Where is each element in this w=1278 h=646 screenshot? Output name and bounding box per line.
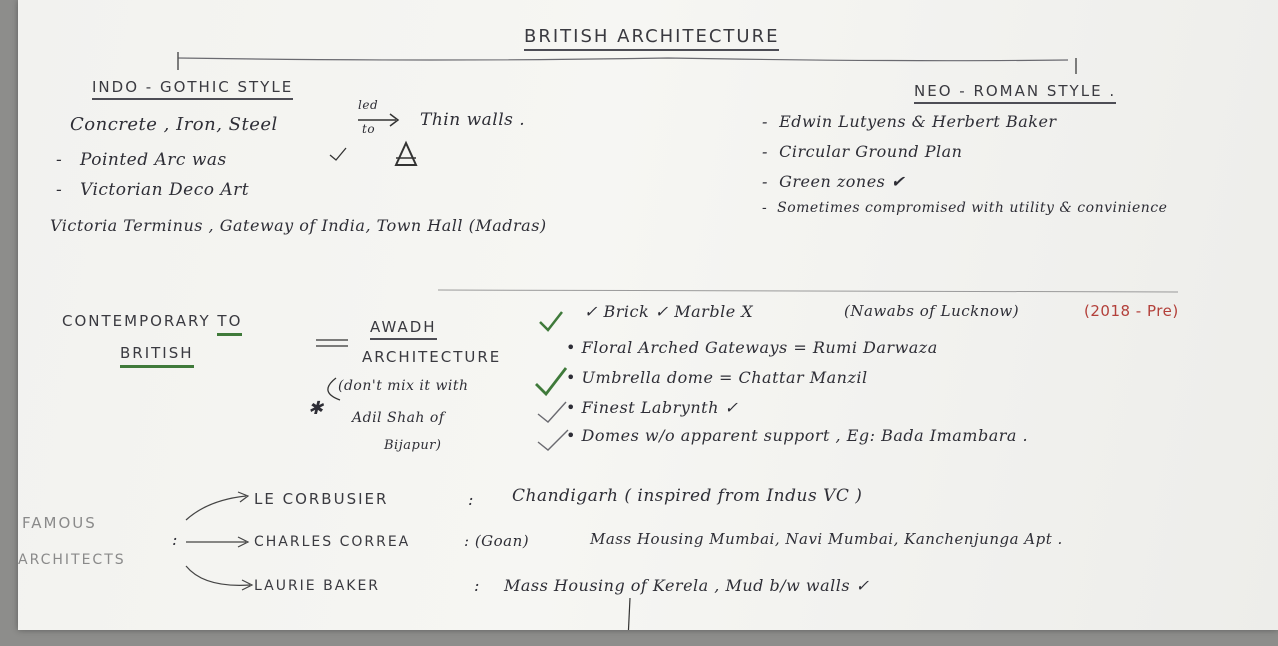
- architect-row-2-desc: Mass Housing Mumbai, Navi Mumbai, Kanche…: [590, 530, 1063, 548]
- awadh-point-1-text: Brick ✓ Marble X: [603, 302, 754, 321]
- contemporary-label: CONTEMPORARY TO: [62, 312, 243, 336]
- awadh-point-5-text: Domes w/o apparent support , Eg: Bada Im…: [581, 426, 1029, 445]
- neo-roman-item-4: - Sometimes compromised with utility & c…: [762, 200, 1168, 216]
- awadh-point-4-text: Finest Labrynth ✓: [581, 398, 739, 417]
- indo-gothic-heading: INDO - GOTHIC STYLE: [92, 78, 294, 100]
- architect-row-1-sep: :: [468, 490, 474, 509]
- indo-gothic-line-1: Concrete , Iron, Steel: [70, 114, 278, 135]
- architect-row-1-name: LE CORBUSIER: [254, 490, 389, 508]
- victorian-deco-text: Victorian Deco Art: [79, 180, 250, 200]
- awadh-point-2-text: Floral Arched Gateways = Rumi Darwaza: [581, 338, 938, 357]
- pointed-arc-text: Pointed Arc was: [79, 150, 227, 170]
- british-label: BRITISH: [120, 344, 194, 368]
- architects-heading: ARCHITECTS: [18, 552, 126, 568]
- neo-roman-heading: NEO - ROMAN STYLE .: [914, 82, 1117, 104]
- architect-row-2-sep: : (Goan): [464, 532, 530, 550]
- architect-row-2-name: CHARLES CORREA: [254, 534, 411, 550]
- neo-roman-item-3: - Green zones ✔: [762, 172, 905, 191]
- indo-gothic-examples: Victoria Terminus , Gateway of India, To…: [50, 216, 547, 235]
- indo-gothic-result: Thin walls .: [420, 110, 526, 130]
- awadh-point-3-text: Umbrella dome = Chattar Manzil: [581, 368, 868, 387]
- awadh-point-2: • Floral Arched Gateways = Rumi Darwaza: [566, 338, 938, 357]
- awadh-note-2: Adil Shah of: [352, 410, 445, 426]
- famous-heading: FAMOUS: [22, 514, 97, 532]
- indo-gothic-line-3: - Victorian Deco Art: [56, 180, 250, 200]
- year-note: (2018 - Pre): [1084, 302, 1179, 320]
- architect-row-3-sep: :: [474, 576, 480, 595]
- awadh-point-5: • Domes w/o apparent support , Eg: Bada …: [566, 426, 1029, 445]
- led-label: led: [358, 98, 379, 112]
- awadh-note-1: (don't mix it with: [338, 378, 469, 394]
- awadh-note-3: Bijapur): [384, 438, 442, 453]
- awadh-point-4: • Finest Labrynth ✓: [566, 398, 739, 417]
- star-icon: ✱: [308, 398, 324, 419]
- architect-row-1-desc: Chandigarh ( inspired from Indus VC ): [512, 486, 863, 506]
- indo-gothic-line-2: - Pointed Arc was: [56, 150, 227, 170]
- notebook-page: BRITISH ARCHITECTURE INDO - GOTHIC STYLE…: [18, 0, 1278, 630]
- neo-roman-item-4-text: Sometimes compromised with utility & con…: [777, 200, 1168, 216]
- colon-mark: :: [172, 530, 178, 549]
- page-title: BRITISH ARCHITECTURE: [524, 26, 780, 51]
- to-text: TO: [217, 312, 243, 336]
- neo-roman-item-2-text: Circular Ground Plan: [779, 142, 963, 161]
- architect-row-3-name: LAURIE BAKER: [254, 578, 381, 594]
- neo-roman-item-2: - Circular Ground Plan: [762, 142, 963, 161]
- awadh-architecture-label: ARCHITECTURE: [362, 348, 502, 366]
- neo-roman-item-1: - Edwin Lutyens & Herbert Baker: [762, 112, 1057, 131]
- pen-strokes: [177, 52, 1179, 630]
- neo-roman-item-3-text: Green zones ✔: [779, 172, 905, 191]
- awadh-label: AWADH: [370, 318, 437, 340]
- nawabs-note: (Nawabs of Lucknow): [844, 302, 1020, 320]
- awadh-point-1: ✓ Brick ✓ Marble X: [584, 302, 754, 321]
- contemporary-text: CONTEMPORARY: [62, 312, 211, 330]
- neo-roman-item-1-text: Edwin Lutyens & Herbert Baker: [779, 112, 1057, 131]
- awadh-point-3: • Umbrella dome = Chattar Manzil: [566, 368, 868, 387]
- architect-row-3-desc: Mass Housing of Kerela , Mud b/w walls ✓: [504, 576, 870, 595]
- to-label: to: [362, 122, 376, 136]
